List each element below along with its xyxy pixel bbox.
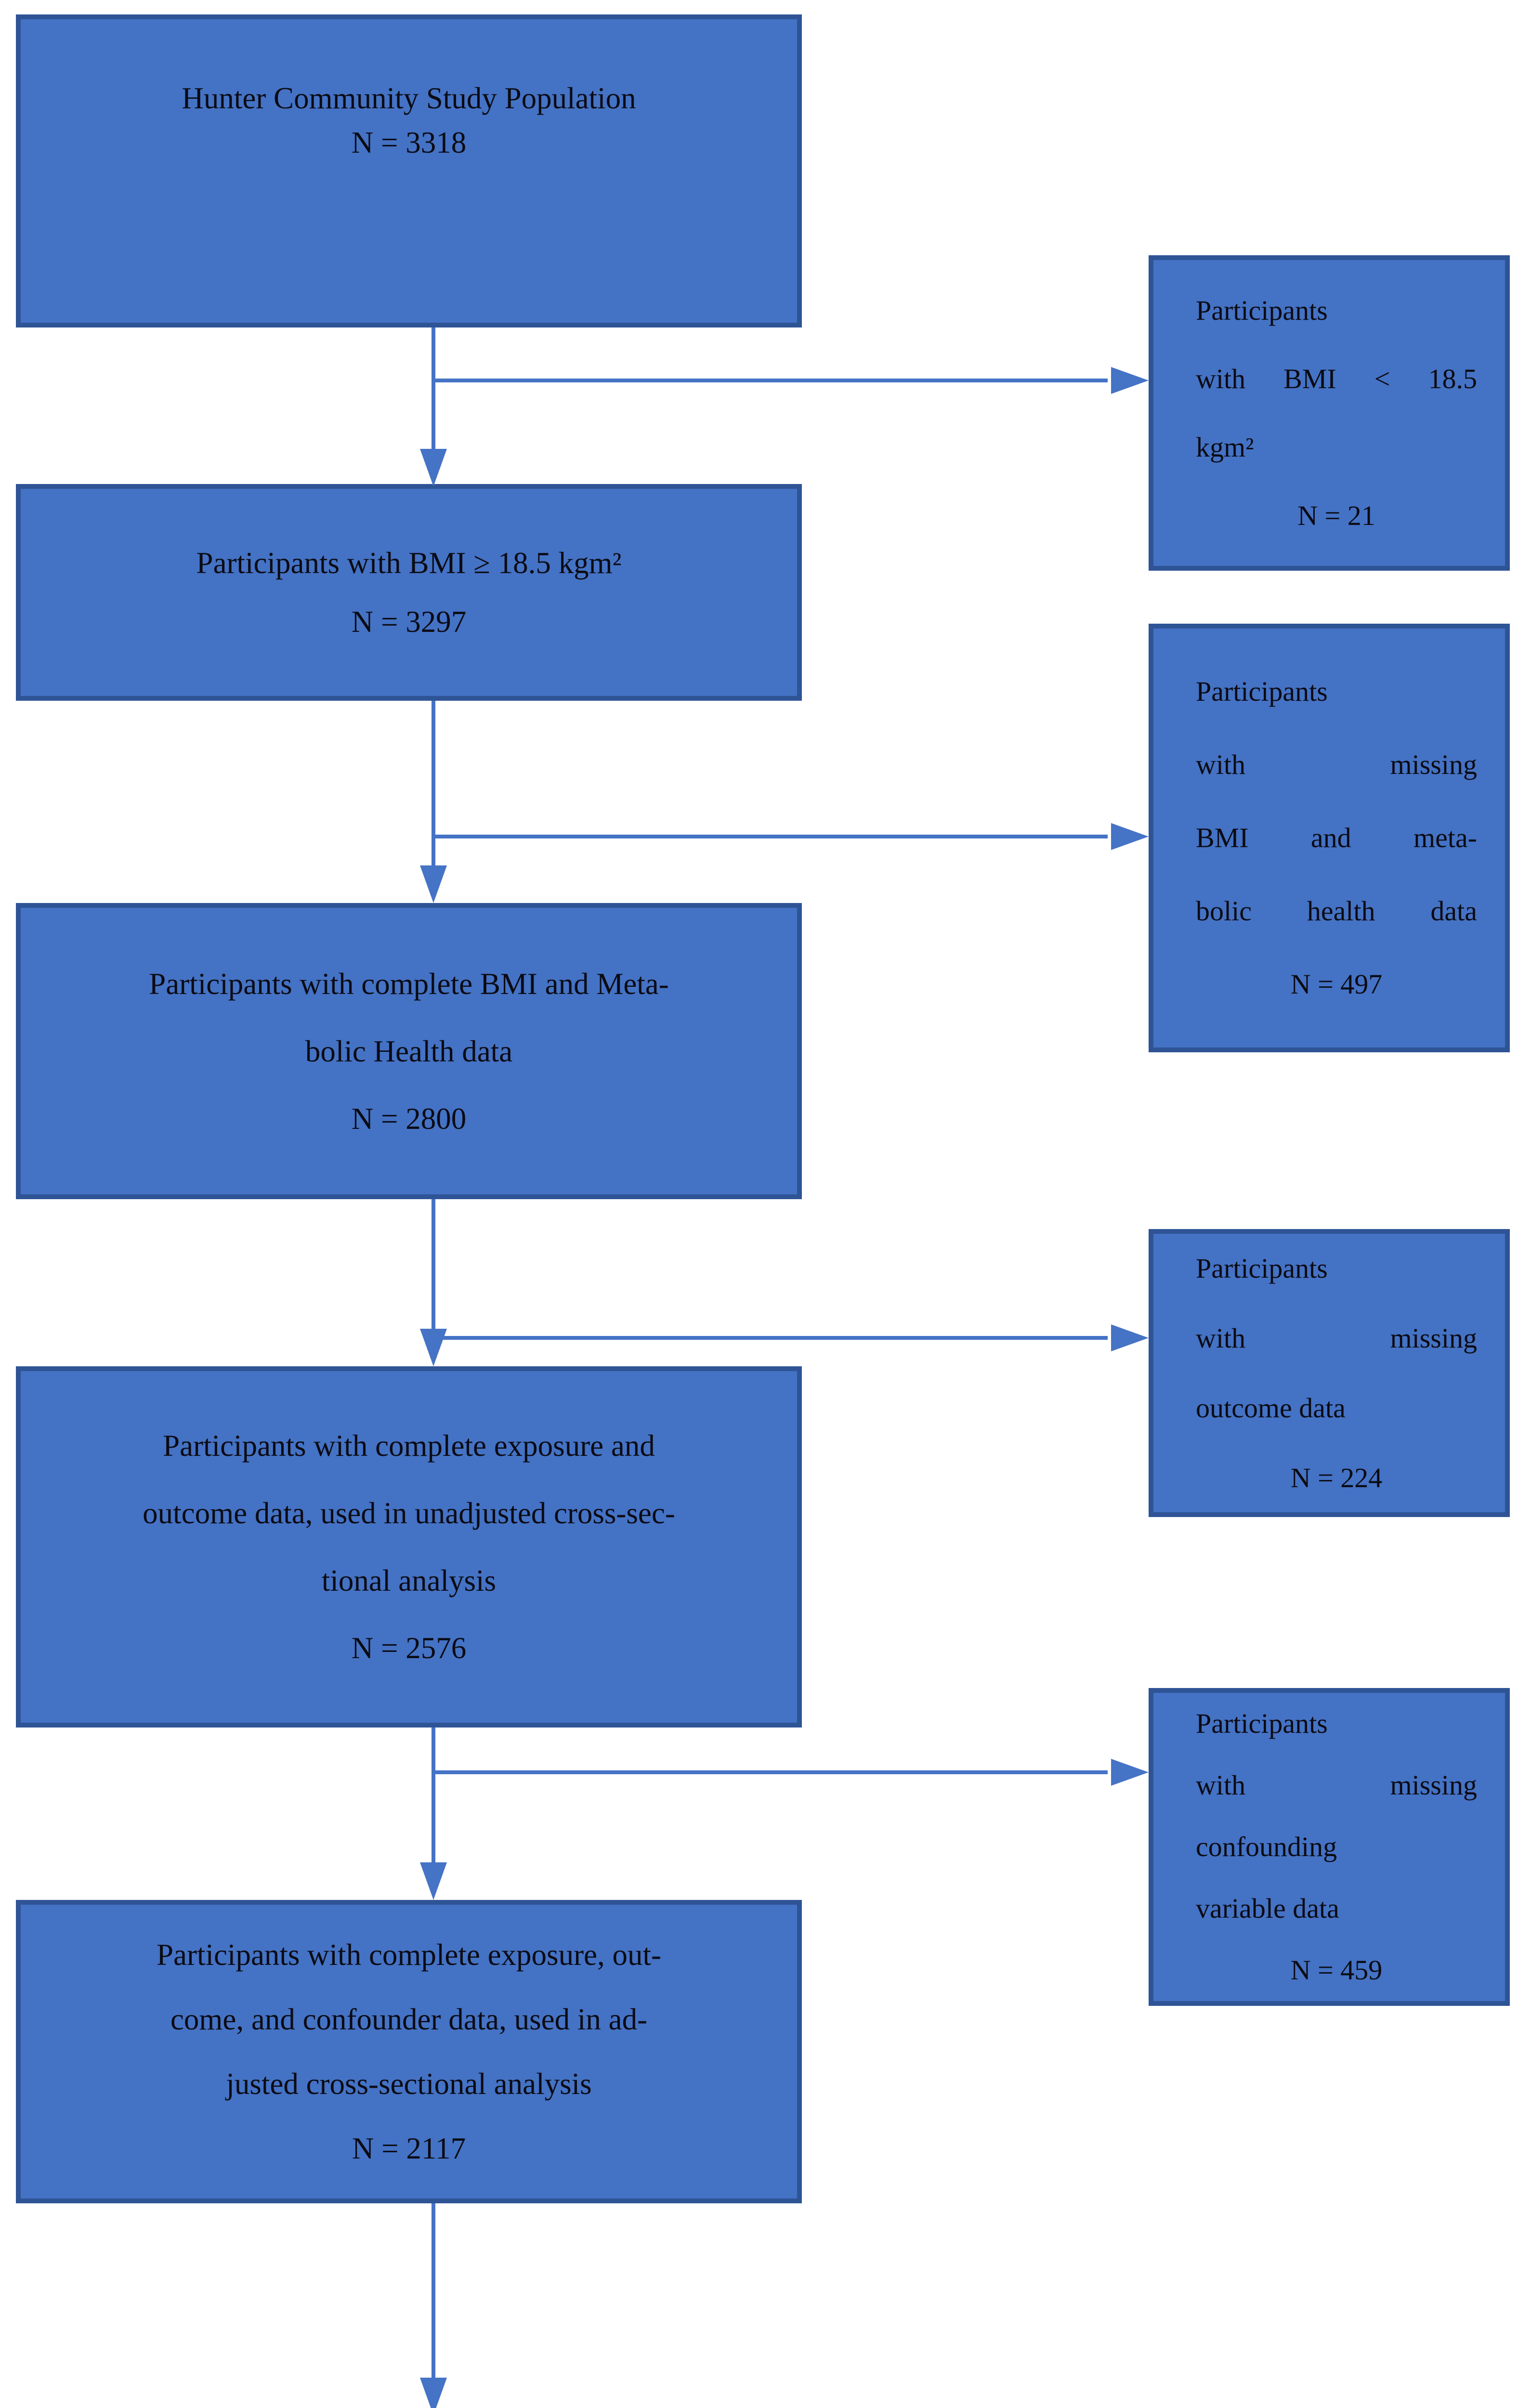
- branch-to-excluded-missing-confounders: [433, 1770, 1108, 1774]
- box-line: variable data: [1196, 1893, 1339, 1924]
- box-line: with BMI < 18.5: [1196, 363, 1477, 394]
- box-line-n-value: N = 459: [1290, 1954, 1383, 1986]
- box-line: Participants with BMI ≥ 18.5 kgm²: [196, 546, 622, 580]
- box-line: with missing: [1196, 1322, 1477, 1354]
- box-line-n-value: N = 3297: [351, 605, 467, 639]
- box-line: tional analysis: [321, 1564, 497, 1597]
- arrow-down-icon: [420, 865, 447, 903]
- arrow-right-icon: [1111, 1324, 1149, 1351]
- flow-box-excluded-missing-bmi-metabolic: Participants with missing BMI and meta- …: [1149, 624, 1510, 1052]
- box-line: Participants with complete exposure, out…: [157, 1938, 661, 1972]
- box-line: Participants with complete exposure and: [163, 1429, 655, 1463]
- connector-population-to-bmi: [432, 327, 435, 453]
- box-line: come, and confounder data, used in ad-: [170, 2002, 648, 2036]
- box-line: outcome data: [1196, 1392, 1346, 1424]
- box-line-n-value: N = 2117: [352, 2132, 466, 2165]
- connector-metabolic-to-unadjusted: [432, 1199, 435, 1341]
- branch-to-excluded-missing-outcome: [433, 1336, 1108, 1340]
- arrow-down-icon: [420, 1862, 447, 1900]
- connector-unadjusted-to-adjusted: [432, 1727, 435, 1876]
- flow-box-excluded-missing-confounders: Participants with missing confounding va…: [1149, 1688, 1510, 2006]
- flow-box-complete-exposure-outcome: Participants with complete exposure and …: [16, 1366, 802, 1727]
- box-line: Participants with complete BMI and Meta-: [149, 967, 669, 1001]
- box-line: BMI and meta-: [1196, 822, 1477, 853]
- arrow-right-icon: [1111, 367, 1149, 394]
- arrow-down-icon: [420, 1329, 447, 1366]
- box-line-n-value: N = 224: [1290, 1462, 1383, 1493]
- box-line: justed cross-sectional analysis: [226, 2067, 592, 2101]
- box-line: Participants: [1196, 294, 1328, 326]
- arrow-down-icon: [420, 2378, 447, 2408]
- box-line: kgm²: [1196, 431, 1254, 463]
- box-line-n-value: N = 3318: [351, 126, 467, 159]
- box-line: outcome data, used in unadjusted cross-s…: [143, 1496, 675, 1530]
- box-line: Hunter Community Study Population: [182, 81, 636, 115]
- flow-box-study-population: Hunter Community Study Population N = 33…: [16, 14, 802, 327]
- box-line-n-value: N = 497: [1290, 968, 1383, 1000]
- connector-adjusted-to-imputation: [432, 2203, 435, 2391]
- arrow-right-icon: [1111, 823, 1149, 850]
- connector-bmi-to-metabolic: [432, 701, 435, 869]
- box-line: Participants: [1196, 1253, 1328, 1284]
- box-line: Participants: [1196, 676, 1328, 707]
- flow-box-excluded-low-bmi: Participants with BMI < 18.5 kgm² N = 21: [1149, 255, 1510, 571]
- flow-box-bmi-included: Participants with BMI ≥ 18.5 kgm² N = 32…: [16, 484, 802, 701]
- box-line-n-value: N = 2800: [351, 1101, 467, 1136]
- box-line: bolic health data: [1196, 895, 1477, 927]
- box-line: confounding: [1196, 1831, 1337, 1862]
- box-line: bolic Health data: [305, 1034, 513, 1068]
- flow-box-complete-bmi-metabolic: Participants with complete BMI and Meta-…: [16, 903, 802, 1199]
- box-line: Participants: [1196, 1708, 1328, 1739]
- flow-box-complete-confounder: Participants with complete exposure, out…: [16, 1900, 802, 2203]
- arrow-down-icon: [420, 449, 447, 486]
- branch-to-excluded-low-bmi: [433, 379, 1108, 382]
- box-line-n-value: N = 21: [1297, 499, 1375, 531]
- box-line: with missing: [1196, 1769, 1477, 1801]
- branch-to-excluded-missing-bmi: [433, 835, 1108, 838]
- box-line: with missing: [1196, 749, 1477, 780]
- box-line-n-value: N = 2576: [351, 1631, 467, 1665]
- arrow-right-icon: [1111, 1759, 1149, 1786]
- flow-box-excluded-missing-outcome: Participants with missing outcome data N…: [1149, 1229, 1510, 1517]
